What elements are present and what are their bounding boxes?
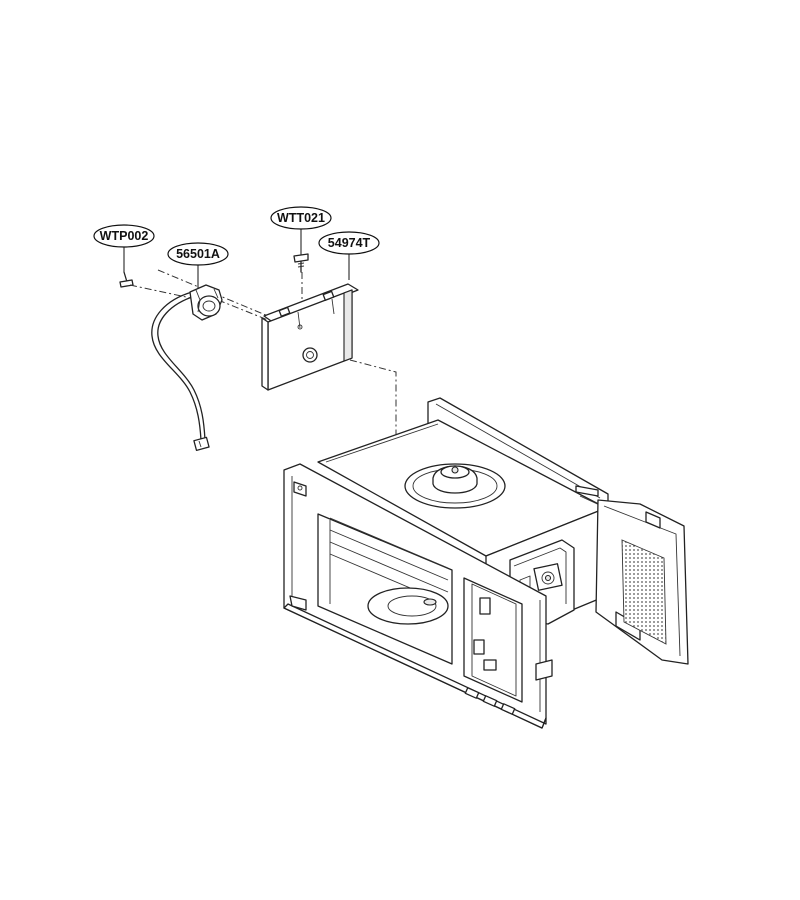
callout-wtp002: WTP002 <box>93 224 155 272</box>
screw-wtp002 <box>119 271 134 288</box>
lamp-socket-56501a <box>151 284 223 452</box>
callout-wtt021-label: WTT021 <box>277 211 325 225</box>
assembly-lines <box>129 269 397 440</box>
microwave-chassis <box>283 397 689 729</box>
callout-54974t: 54974T <box>318 231 380 280</box>
lamp-bracket-54974t <box>261 283 359 391</box>
callout-54974t-label: 54974T <box>328 236 371 250</box>
screw-wtt021 <box>293 253 309 273</box>
callout-wtp002-label: WTP002 <box>100 229 149 243</box>
callout-56501a-label: 56501A <box>176 247 220 261</box>
callout-wtt021: WTT021 <box>270 206 332 255</box>
callout-56501a: 56501A <box>167 242 229 290</box>
